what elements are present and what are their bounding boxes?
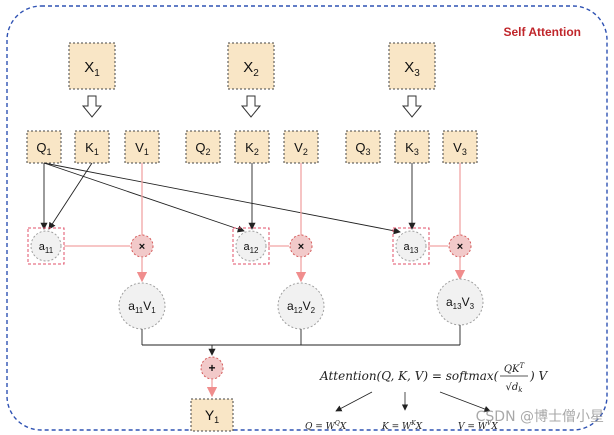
svg-text:X1: X1	[84, 59, 100, 79]
projection-q: Q = WQX	[305, 420, 347, 432]
v2-box: V2	[283, 130, 319, 164]
k3-box: K3	[394, 130, 430, 164]
qkv-row: Q1 K1 V1 Q2 K2 V2 Q3 K3 V3	[26, 130, 478, 164]
outer-frame	[6, 5, 608, 431]
diagram-title: Self Attention	[503, 25, 581, 39]
down-arrow-icon	[240, 95, 262, 118]
k1-box: K1	[74, 130, 110, 164]
svg-text:V2: V2	[294, 140, 308, 157]
projection-arrows	[335, 391, 491, 413]
weighted-a11v1: a11V1	[118, 282, 166, 330]
input-x2: X2	[227, 42, 275, 90]
svg-text:Q1: Q1	[36, 140, 51, 157]
value-connections	[64, 163, 466, 283]
svg-text:√dk: √dk	[505, 382, 522, 394]
weighted-a13v3: a13V3	[436, 278, 484, 326]
add-op: +	[200, 356, 224, 380]
svg-text:V3: V3	[453, 140, 467, 157]
svg-text:a11: a11	[39, 241, 54, 255]
svg-text:X3: X3	[404, 59, 420, 79]
output-y1: Y1	[190, 398, 234, 432]
score-a13: a13	[392, 227, 430, 265]
svg-text:Q3: Q3	[355, 140, 370, 157]
score-connections	[40, 162, 416, 235]
multiply-icon: ×	[298, 241, 304, 253]
sum-connections	[141, 325, 461, 356]
q3-box: Q3	[345, 130, 381, 164]
v3-box: V3	[442, 130, 478, 164]
q1-box: Q1	[26, 130, 62, 164]
watermark: CSDN @博士僧小星	[476, 408, 604, 425]
svg-text:V1: V1	[135, 140, 149, 157]
svg-text:QKT: QKT	[504, 362, 526, 375]
multiply-op-2: ×	[289, 234, 313, 258]
down-arrow-icon	[401, 95, 423, 118]
svg-text:Q2: Q2	[195, 140, 210, 157]
svg-text:a12: a12	[243, 241, 259, 255]
svg-text:a11V1: a11V1	[128, 299, 156, 315]
input-x1: X1	[68, 42, 116, 90]
svg-text:K3: K3	[405, 140, 419, 157]
score-a12: a12	[232, 227, 270, 265]
svg-text:) V: ) V	[529, 369, 548, 383]
k2-box: K2	[234, 130, 270, 164]
svg-text:Attention(Q, K, V) = softmax(: Attention(Q, K, V) = softmax(	[319, 369, 499, 383]
weighted-a12v2: a12V2	[277, 282, 325, 330]
plus-icon: +	[208, 361, 215, 375]
multiply-icon: ×	[457, 241, 463, 253]
input-x3: X3	[388, 42, 436, 90]
down-arrow-icon	[81, 95, 103, 118]
svg-text:Y1: Y1	[205, 407, 219, 425]
multiply-op-1: ×	[130, 234, 154, 258]
attention-formula: Attention(Q, K, V) = softmax( QKT √dk ) …	[319, 362, 548, 394]
multiply-op-3: ×	[448, 234, 472, 258]
q2-box: Q2	[185, 130, 221, 164]
svg-text:a13: a13	[403, 241, 419, 255]
score-a11: a11	[27, 227, 65, 265]
projection-v: V = WVX	[458, 420, 498, 432]
svg-text:K1: K1	[85, 140, 99, 157]
projection-k: K = WKX	[381, 420, 423, 432]
v1-box: V1	[124, 130, 160, 164]
svg-text:X2: X2	[243, 59, 259, 79]
multiply-icon: ×	[139, 241, 145, 253]
svg-text:a13V3: a13V3	[446, 295, 475, 311]
svg-text:K2: K2	[245, 140, 259, 157]
svg-text:a12V2: a12V2	[287, 299, 316, 315]
